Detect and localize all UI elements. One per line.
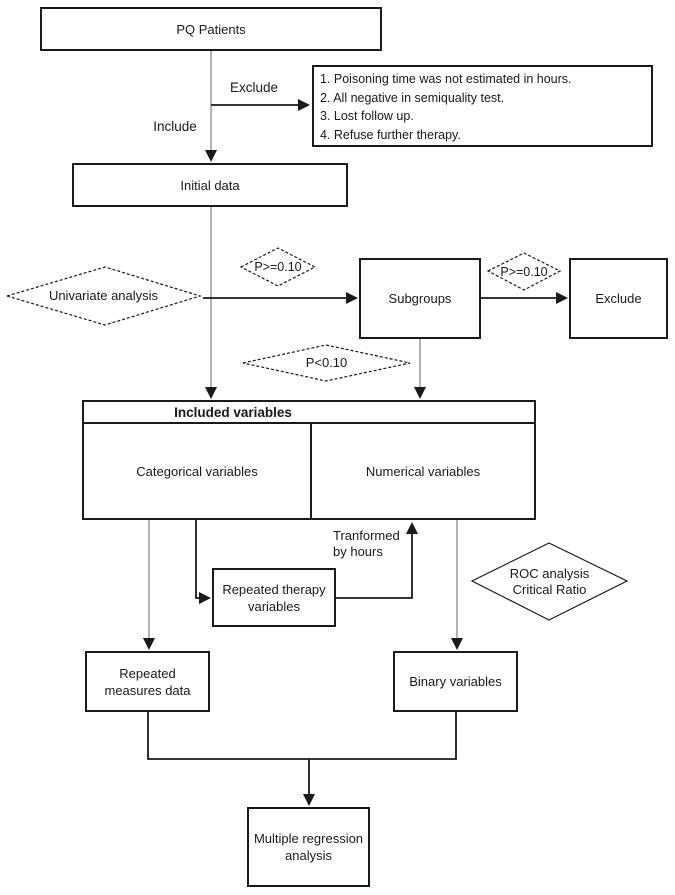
subgroups-box: Subgroups [359, 258, 481, 339]
transformed-by-hours-label: Tranformed by hours [333, 528, 400, 560]
arrowhead-into-exclude-box [556, 292, 568, 304]
included-variables-title: Included variables [174, 404, 292, 420]
arrowhead-into-included-left [205, 387, 217, 399]
edge-merge-to-regression [147, 712, 457, 760]
repeated-therapy-variables-box: Repeated therapy variables [212, 568, 336, 627]
binary-variables-box: Binary variables [393, 651, 518, 712]
binary-variables-label: Binary variables [409, 674, 502, 689]
exclude-box: Exclude [569, 258, 668, 339]
univariate-analysis-diamond [4, 266, 203, 326]
exclusion-item: 1. Poisoning time was not estimated in h… [320, 72, 572, 86]
p-ge-010-left-diamond [239, 247, 317, 287]
categorical-variables-cell: Categorical variables [84, 424, 312, 518]
included-variables-body: Categorical variables Numerical variable… [84, 424, 534, 518]
multiple-regression-analysis-box: Multiple regression analysis [247, 807, 370, 887]
exclude-edge-label: Exclude [229, 80, 279, 95]
arrowhead-into-exclusion-list [298, 99, 310, 111]
p-lt-010-diamond [242, 344, 411, 382]
arrowhead-into-repeated-measures [143, 638, 155, 650]
edge-categorical-to-repeated-therapy [195, 520, 200, 599]
exclusion-item: 2. All negative in semiquality test. [320, 90, 505, 105]
multiple-regression-line1: Multiple regression [253, 831, 364, 846]
categorical-variables-label: Categorical variables [136, 463, 258, 479]
include-edge-label: Include [153, 119, 197, 134]
edge-repeated-therapy-to-numerical [336, 534, 413, 599]
arrowhead-into-multiple-regression [303, 794, 315, 806]
exclusion-criteria-box: 1. Poisoning time was not estimated in h… [312, 65, 653, 147]
repeated-measures-line2: measures data [104, 682, 191, 698]
exclude-box-label: Exclude [595, 291, 642, 306]
arrowhead-into-binary-variables [451, 638, 463, 650]
arrowhead-into-repeated-therapy [199, 592, 211, 604]
repeated-therapy-line1: Repeated therapy [222, 581, 326, 597]
transformed-line1: Tranformed [333, 528, 400, 543]
included-variables-header: Included variables [84, 402, 534, 424]
exclusion-item: 3. Lost follow up. [320, 109, 414, 123]
initial-data-box: Initial data [72, 163, 348, 207]
numerical-variables-label: Numerical variables [365, 463, 481, 479]
roc-analysis-diamond [470, 542, 629, 621]
repeated-measures-line1: Repeated [119, 665, 176, 681]
initial-data-label: Initial data [180, 177, 240, 193]
transformed-line2: by hours [333, 544, 383, 559]
p-ge-010-right-diamond [486, 252, 562, 291]
arrowhead-into-numerical-bottom [406, 522, 418, 534]
arrowhead-into-initial-data [205, 150, 217, 162]
arrowhead-into-included-right [414, 387, 426, 399]
included-variables-box: Included variables Categorical variables… [82, 400, 536, 520]
repeated-measures-data-box: Repeated measures data [85, 651, 210, 712]
multiple-regression-line2: analysis [285, 848, 332, 863]
numerical-variables-cell: Numerical variables [312, 424, 534, 518]
pq-patients-label: PQ Patients [176, 21, 246, 37]
subgroups-label: Subgroups [388, 291, 452, 306]
arrowhead-into-subgroups [346, 292, 358, 304]
pq-patients-box: PQ Patients [40, 7, 382, 51]
exclusion-item: 4. Refuse further therapy. [320, 127, 461, 142]
repeated-therapy-line2: variables [247, 598, 301, 614]
